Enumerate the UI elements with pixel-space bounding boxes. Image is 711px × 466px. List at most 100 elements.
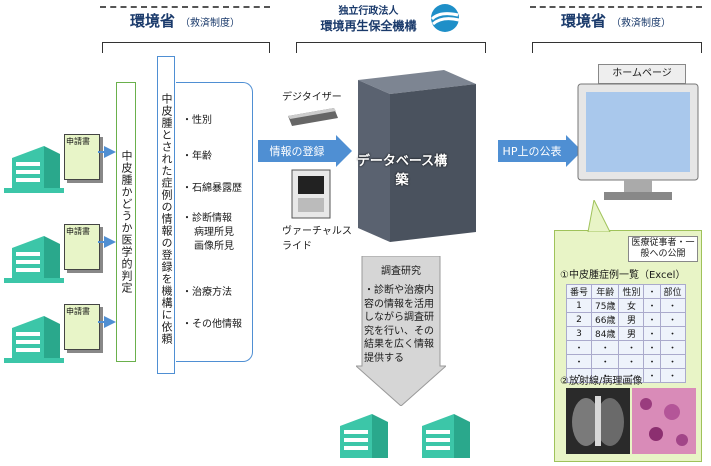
hospital-icon bbox=[4, 146, 64, 193]
hospital-icon bbox=[340, 414, 388, 458]
info-item-diagnosis: ・診断情報 bbox=[182, 213, 232, 224]
info-item-imaging: 画像所見 bbox=[194, 241, 234, 252]
registration-request-box: 中皮腫とされた症例の情報の登録を機構に依頼 bbox=[157, 56, 175, 374]
table-cell: ・ bbox=[659, 312, 686, 327]
table-cell: ・ bbox=[618, 354, 645, 369]
applicant-group-2: 申請書 bbox=[4, 210, 104, 290]
table-row: ・・・・・ bbox=[565, 340, 686, 355]
table-header-cell: 性別 bbox=[618, 284, 645, 299]
research-title-text: 調査研究 bbox=[381, 266, 421, 277]
info-item-pathology: 病理所見 bbox=[194, 227, 234, 238]
registration-request-text: 中皮腫とされた症例の情報の登録を機構に依頼 bbox=[160, 93, 173, 345]
table-cell: ・ bbox=[618, 340, 645, 355]
publish-arrow: HP上の公表 bbox=[498, 135, 582, 167]
table-cell: ・ bbox=[565, 368, 593, 383]
application-label: 申請書 bbox=[66, 307, 90, 316]
applicant-group-1: 申請書 bbox=[4, 120, 104, 200]
header-right-bracket bbox=[532, 42, 702, 53]
header-left-sub: （救済制度） bbox=[180, 18, 241, 29]
table-header-cell: 部位 bbox=[659, 284, 686, 299]
table-cell: ・ bbox=[643, 368, 661, 383]
application-document: 申請書 bbox=[64, 134, 100, 180]
public-note-text: 医療従事者・一般への公開 bbox=[631, 238, 695, 259]
applicant-arrows bbox=[98, 146, 116, 328]
organization-logo-icon bbox=[430, 4, 459, 32]
virtual-slide-icon bbox=[291, 169, 331, 219]
table-cell: ・ bbox=[643, 326, 661, 341]
research-body: ・診断や治療内容の情報を活用しながら調査研究を行い、その結果を広く情報提供する bbox=[364, 284, 440, 365]
digitizer-label: デジタイザー bbox=[282, 92, 342, 103]
research-body-text: ・診断や治療内容の情報を活用しながら調査研究を行い、その結果を広く情報提供する bbox=[364, 285, 434, 364]
application-document: 申請書 bbox=[64, 224, 100, 270]
research-arrow bbox=[356, 256, 446, 406]
application-label: 申請書 bbox=[66, 227, 90, 236]
database-label-text: データベース構築 bbox=[356, 154, 448, 188]
table-cell: ・ bbox=[659, 340, 686, 355]
info-item-asbestos: ・石綿暴露歴 bbox=[182, 183, 242, 194]
header-center-line2: 環境再生保全機構 bbox=[320, 19, 417, 33]
info-item-sex: ・性別 bbox=[182, 115, 212, 126]
table-header-cell: 年齢 bbox=[591, 284, 620, 299]
table-cell: 75歳 bbox=[591, 298, 620, 313]
table-cell: 3 bbox=[565, 326, 593, 341]
pathology-image bbox=[632, 388, 696, 454]
publish-arrow-label: HP上の公表 bbox=[502, 145, 562, 158]
hospital-icon bbox=[422, 414, 470, 458]
table-header-cell: 番号 bbox=[565, 284, 593, 299]
medical-judgment-text: 中皮腫かどうか医学的判定 bbox=[120, 150, 133, 294]
virtual-slide-label: ヴァーチャルスライド bbox=[282, 226, 352, 252]
header-center-bracket bbox=[296, 42, 486, 53]
database-label: データベース構築 bbox=[352, 150, 452, 188]
header-left: 環境省 （救済制度） bbox=[100, 6, 270, 31]
info-item-treatment: ・治療方法 bbox=[182, 287, 232, 298]
public-note: 医療従事者・一般への公開 bbox=[628, 236, 698, 262]
table-cell: ・ bbox=[659, 298, 686, 313]
monitor-icon bbox=[577, 83, 699, 200]
header-right-main: 環境省 bbox=[560, 12, 606, 30]
applicant-group-3: 申請書 bbox=[4, 290, 104, 370]
image-section-title-text: ②放射線/病理画像 bbox=[560, 376, 643, 387]
header-left-bracket bbox=[102, 42, 270, 53]
table-cell: ・ bbox=[659, 326, 686, 341]
table-cell: ・ bbox=[659, 368, 686, 383]
header-center-line1: 独立行政法人 bbox=[338, 6, 399, 17]
case-info-panel: ・性別 ・年齢 ・石綿暴露歴 ・診断情報 病理所見 画像所見 ・治療方法 ・その… bbox=[176, 82, 253, 362]
table-row: ・・・・・ bbox=[565, 368, 686, 383]
table-cell: ・ bbox=[591, 368, 620, 383]
table-cell: ・ bbox=[643, 298, 661, 313]
digitizer-icon bbox=[288, 108, 338, 126]
table-cell: ・ bbox=[565, 340, 593, 355]
callout-pointer bbox=[587, 200, 611, 232]
header-right: 環境省 （救済制度） bbox=[530, 6, 702, 31]
application-label: 申請書 bbox=[66, 137, 90, 146]
info-item-other: ・その他情報 bbox=[182, 319, 242, 330]
case-list-title: ①中皮腫症例一覧（Excel） bbox=[560, 266, 685, 281]
table-cell: 女 bbox=[618, 298, 645, 313]
table-cell: ・ bbox=[643, 340, 661, 355]
case-list-title-text: ①中皮腫症例一覧（Excel） bbox=[560, 270, 686, 281]
application-document: 申請書 bbox=[64, 304, 100, 350]
table-cell: 男 bbox=[618, 326, 645, 341]
image-section-title: ②放射線/病理画像 bbox=[560, 372, 642, 387]
table-cell: ・ bbox=[659, 354, 686, 369]
hospital-icon bbox=[4, 316, 64, 363]
table-cell: 1 bbox=[565, 298, 593, 313]
table-row: ・・・・・ bbox=[565, 354, 686, 369]
research-title: 調査研究 bbox=[356, 262, 446, 277]
table-cell: ・ bbox=[591, 354, 620, 369]
medical-judgment-box: 中皮腫かどうか医学的判定 bbox=[116, 82, 136, 362]
table-cell: ・ bbox=[643, 312, 661, 327]
hospital-icon bbox=[4, 236, 64, 283]
header-center: 独立行政法人 環境再生保全機構 bbox=[296, 2, 486, 34]
table-cell: 男 bbox=[618, 312, 645, 327]
database-server-icon bbox=[358, 70, 476, 242]
table-cell: 84歳 bbox=[591, 326, 620, 341]
table-cell: 66歳 bbox=[591, 312, 620, 327]
table-cell: ・ bbox=[565, 354, 593, 369]
table-header-cell: ・ bbox=[643, 284, 661, 299]
chest-xray-image bbox=[566, 388, 630, 454]
